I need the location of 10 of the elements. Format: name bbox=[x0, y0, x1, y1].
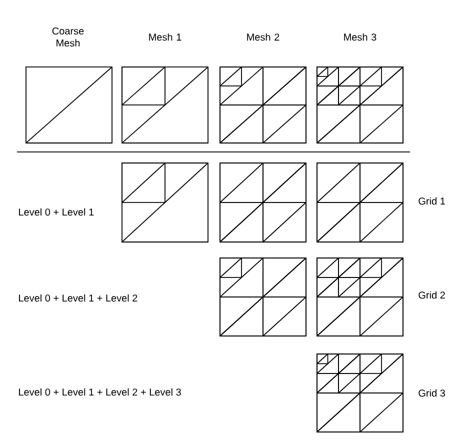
label: Grid 3 bbox=[418, 389, 445, 397]
label: Coarse Mesh bbox=[52, 27, 84, 47]
label: Mesh 2 bbox=[247, 33, 280, 41]
label: Level 0 + Level 1 bbox=[19, 208, 94, 216]
label: Grid 2 bbox=[418, 291, 445, 299]
label: Mesh 1 bbox=[149, 33, 182, 41]
label: Grid 1 bbox=[418, 197, 445, 205]
label: Level 0 + Level 1 + Level 2 bbox=[19, 294, 138, 302]
label: Mesh 3 bbox=[344, 33, 376, 41]
label: Level 0 + Level 1 + Level 2 + Level 3 bbox=[19, 388, 181, 396]
